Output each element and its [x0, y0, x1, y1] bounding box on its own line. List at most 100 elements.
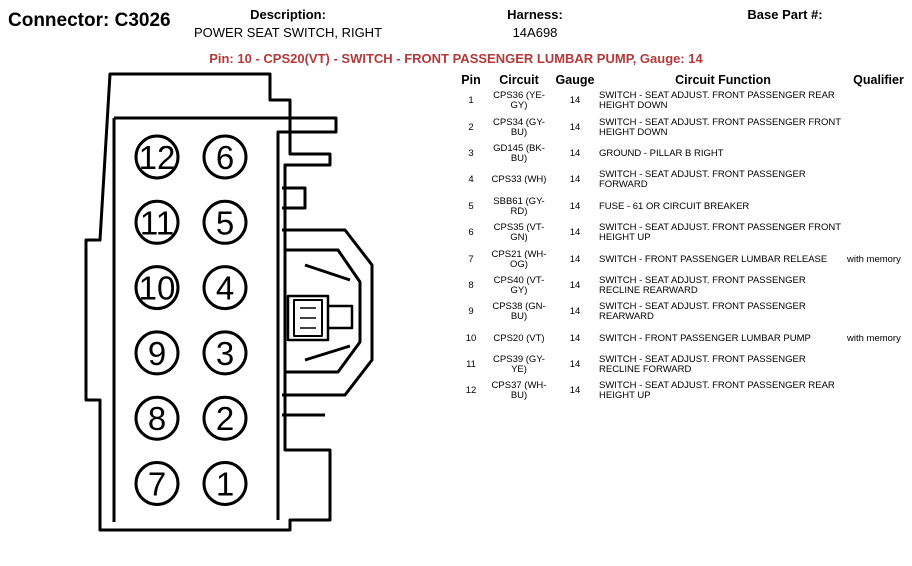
circuit-cell: SBB61 (GY-RD) — [493, 195, 545, 217]
pin-cavity-9[interactable]: 9 — [134, 330, 180, 376]
pin-number-cell: 7 — [468, 253, 474, 265]
circuit-function-cell: SWITCH - SEAT ADJUST. FRONT PASSENGER FR… — [599, 222, 841, 244]
pin-cavity-10[interactable]: 10 — [134, 265, 180, 311]
pin-circle — [134, 330, 180, 376]
pin-circle — [202, 199, 248, 245]
base-part-label: Base Part #: — [747, 7, 823, 22]
connector-face-diagram: 12 11 10 9 8 7 6 5 4 3 2 1 — [84, 72, 374, 532]
circuit-function-cell: SWITCH - FRONT PASSENGER LUMBAR PUMP — [599, 332, 811, 344]
pin-number-cell: 9 — [468, 306, 474, 318]
circuit-function-cell: SWITCH - SEAT ADJUST. FRONT PASSENGER RE… — [599, 301, 806, 323]
pin-cavity-8[interactable]: 8 — [134, 395, 180, 441]
pin-circle — [134, 395, 180, 441]
pin-circle — [202, 134, 248, 180]
qualifier-cell — [847, 220, 910, 246]
pin-cavity-3[interactable]: 3 — [202, 330, 248, 376]
circuit-cell: CPS21 (WH-OG) — [491, 248, 547, 270]
circuit-function-cell: FUSE - 61 OR CIRCUIT BREAKER — [599, 200, 750, 212]
pin-number-cell: 6 — [468, 227, 474, 239]
circuit-function-cell: SWITCH - SEAT ADJUST. FRONT PASSENGER RE… — [599, 380, 835, 402]
pin-number-cell: 5 — [468, 200, 474, 212]
table-row[interactable]: 8 CPS40 (VT-GY) 14 SWITCH - SEAT ADJUST. FR… — [455, 273, 910, 299]
pin-number-label: 12 — [139, 139, 176, 176]
gauge-cell: 14 — [569, 200, 581, 212]
pin-cavity-5[interactable]: 5 — [202, 199, 248, 245]
qualifier-cell — [847, 88, 910, 114]
pin-circle — [134, 461, 180, 506]
pin-circle — [134, 199, 180, 245]
table-row[interactable]: 1 CPS36 (YE-GY) 14 SWITCH - SEAT ADJUST. FR… — [455, 88, 910, 114]
pin-number-cell: 2 — [468, 121, 474, 133]
pin-number-label: 9 — [148, 335, 166, 372]
circuit-cell: CPS20 (VT) — [493, 332, 545, 344]
pin-number-label: 6 — [216, 139, 234, 176]
pin-number-label: 3 — [216, 335, 234, 372]
pin-number-label: 10 — [139, 270, 176, 307]
selected-pin-title: Pin: 10 - CPS20(VT) - SWITCH - FRONT PAS… — [209, 51, 703, 66]
column-header-pin: Pin — [461, 72, 481, 87]
pin-table-header: Pin Circuit Gauge Circuit Function Quali… — [455, 71, 910, 88]
circuit-cell: CPS38 (GN-BU) — [492, 301, 546, 323]
connector-housing-outline — [84, 72, 374, 532]
circuit-function-cell: SWITCH - SEAT ADJUST. FRONT PASSENGER RE… — [599, 274, 806, 296]
qualifier-cell — [847, 141, 910, 167]
connector-id: C3026 — [114, 10, 171, 31]
qualifier-cell: with memory — [847, 253, 901, 265]
qualifier-cell — [847, 352, 910, 378]
pin-circle — [134, 134, 180, 180]
gauge-cell: 14 — [569, 306, 581, 318]
pin-number-label: 7 — [148, 466, 166, 503]
gauge-cell: 14 — [569, 279, 581, 291]
table-row[interactable]: 5 SBB61 (GY-RD) 14 FUSE - 61 OR CIRCUIT BRE… — [455, 194, 910, 220]
pin-cavity-11[interactable]: 11 — [134, 199, 180, 245]
circuit-function-cell: SWITCH - SEAT ADJUST. FRONT PASSENGER FR… — [599, 116, 841, 138]
pin-cavity-12[interactable]: 12 — [134, 134, 180, 180]
pin-circle — [134, 265, 180, 311]
pin-cavity-6[interactable]: 6 — [202, 134, 248, 180]
qualifier-cell — [847, 194, 910, 220]
pin-number-label: 11 — [140, 204, 174, 241]
pin-number-label: 2 — [216, 400, 234, 437]
connector-title: Connector: C3026 — [8, 10, 171, 32]
gauge-cell: 14 — [569, 385, 581, 397]
pin-cavity-4[interactable]: 4 — [202, 265, 248, 311]
circuit-cell: CPS40 (VT-GY) — [493, 274, 545, 296]
circuit-function-cell: SWITCH - SEAT ADJUST. FRONT PASSENGER RE… — [599, 354, 806, 376]
gauge-cell: 14 — [569, 359, 581, 371]
pin-number-cell: 4 — [468, 174, 474, 186]
gauge-cell: 14 — [569, 253, 581, 265]
table-row[interactable]: 9 CPS38 (GN-BU) 14 SWITCH - SEAT ADJUST. FR… — [455, 299, 910, 325]
pin-cavity-1[interactable]: 1 — [202, 461, 248, 506]
pin-number-label: 4 — [216, 270, 234, 307]
circuit-cell: CPS36 (YE-GY) — [493, 90, 545, 112]
pin-number-cell: 11 — [466, 359, 476, 371]
pin-cavity-2[interactable]: 2 — [202, 395, 248, 441]
pin-number-label: 8 — [148, 400, 166, 437]
pin-cavity-7[interactable]: 7 — [134, 461, 180, 506]
pin-number-cell: 3 — [468, 147, 474, 159]
circuit-cell: CPS39 (GY-YE) — [493, 354, 545, 376]
circuit-function-cell: SWITCH - SEAT ADJUST. FRONT PASSENGER FO… — [599, 169, 806, 191]
pin-number-label: 1 — [216, 466, 234, 503]
table-row[interactable]: 11 CPS39 (GY-YE) 14 SWITCH - SEAT ADJUST. F… — [455, 352, 910, 378]
description-value: POWER SEAT SWITCH, RIGHT — [193, 25, 383, 40]
gauge-cell: 14 — [569, 332, 581, 344]
connector-label: Connector: — [8, 10, 110, 31]
circuit-function-cell: SWITCH - SEAT ADJUST. FRONT PASSENGER RE… — [599, 90, 835, 112]
pin-number-cell: 1 — [468, 95, 474, 107]
qualifier-cell — [847, 273, 910, 299]
gauge-cell: 14 — [569, 95, 581, 107]
pin-number-cell: 8 — [468, 279, 474, 291]
pin-number-label: 5 — [216, 204, 234, 241]
gauge-cell: 14 — [569, 121, 581, 133]
circuit-function-cell: GROUND - PILLAR B RIGHT — [599, 147, 724, 159]
qualifier-cell — [847, 378, 910, 404]
